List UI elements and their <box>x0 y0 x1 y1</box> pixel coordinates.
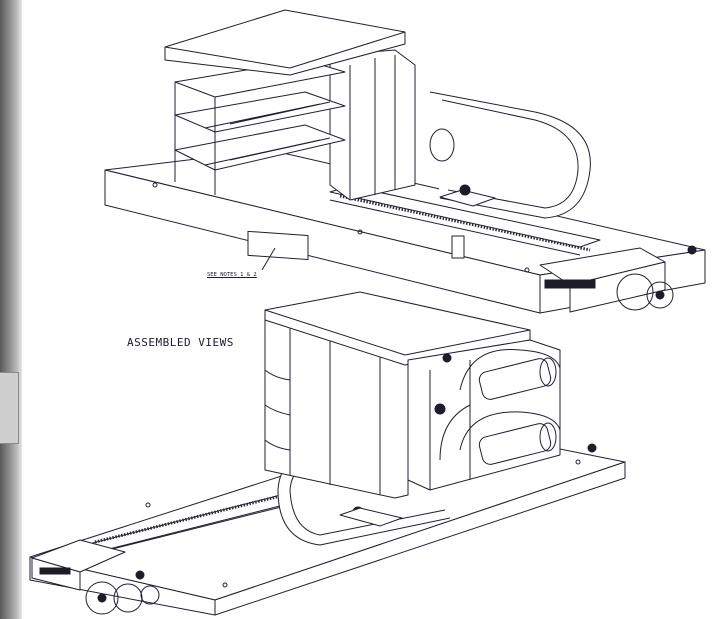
bolt-hole <box>152 182 158 188</box>
lift-ring <box>429 128 455 162</box>
note-callout: SEE NOTES 1 & 2 <box>207 272 257 278</box>
bolt-hole <box>357 229 363 235</box>
drawing-title: ASSEMBLED VIEWS <box>127 336 234 349</box>
knob <box>587 443 597 453</box>
mount-pad <box>439 189 496 207</box>
knob <box>135 570 145 580</box>
top-end-drive <box>539 247 674 313</box>
knob <box>434 403 446 415</box>
motor-cable <box>439 404 471 461</box>
bottom-tray-edges <box>264 369 291 451</box>
bottom-tower <box>264 314 409 499</box>
top-cable-carrier <box>429 91 591 219</box>
knob <box>687 245 697 255</box>
scanned-page-edge <box>0 0 22 619</box>
bolt-hole <box>575 459 581 465</box>
bolt-hole <box>222 582 228 588</box>
bolt-hole <box>524 267 530 273</box>
bolt-hole <box>145 502 151 508</box>
bottom-end-drive <box>31 539 160 615</box>
motor-upper <box>478 357 557 400</box>
top-lid <box>164 9 406 76</box>
knob <box>442 353 452 363</box>
top-tower <box>329 49 416 201</box>
label-plate <box>247 230 309 261</box>
top-rack-rail <box>329 185 601 256</box>
bottom-lid <box>264 291 531 366</box>
knob <box>459 184 471 196</box>
mount-pad <box>339 507 403 527</box>
page-edge-tab <box>0 372 19 444</box>
post <box>451 235 465 259</box>
note-leader <box>261 247 276 271</box>
motor-cable <box>459 349 561 391</box>
bottom-assembly-view <box>29 291 626 616</box>
motor-lower <box>478 422 557 465</box>
top-assembly-view <box>104 9 706 314</box>
motor-cable <box>459 411 561 451</box>
